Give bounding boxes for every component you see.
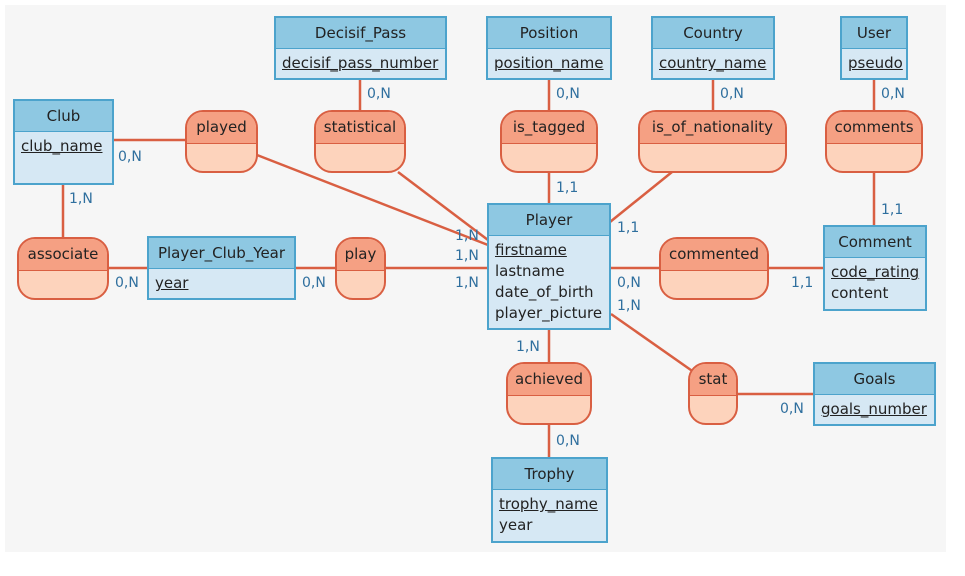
entity-attr: date_of_birth (495, 283, 594, 301)
link-played-player (256, 153, 489, 247)
cardinality-label: 1,1 (791, 275, 814, 291)
entity-key-attr: year (155, 274, 189, 292)
cardinality-label: 0,N (118, 149, 142, 165)
cardinality-label: 0,N (556, 433, 580, 449)
entity-key-attr: trophy_name (499, 495, 598, 513)
cardinality-label: 0,N (302, 275, 326, 291)
entity-trophy[interactable]: Trophy trophy_name year (491, 457, 608, 543)
cardinality-label: 1,N (69, 191, 93, 207)
cardinality-label: 1,1 (881, 202, 904, 218)
cardinality-label: 0,N (367, 86, 391, 102)
entity-player[interactable]: Player firstname lastname date_of_birth … (487, 203, 611, 330)
assoc-title: statistical (316, 112, 404, 144)
assoc-title: commented (661, 239, 767, 271)
entity-attr: year (499, 516, 533, 534)
assoc-is-tagged[interactable]: is_tagged (500, 110, 598, 173)
entity-club[interactable]: Club club_name (13, 99, 114, 185)
cardinality-label: 0,N (881, 86, 905, 102)
cardinality-label: 0,N (617, 275, 641, 291)
assoc-associate[interactable]: associate (17, 237, 109, 300)
cardinality-label: 1,N (455, 228, 479, 244)
entity-decisif-pass[interactable]: Decisif_Pass decisif_pass_number (274, 16, 447, 80)
assoc-is-of-nationality[interactable]: is_of_nationality (638, 110, 787, 173)
entity-key-attr: code_rating (831, 263, 920, 281)
entity-attr: lastname (495, 262, 565, 280)
assoc-title: play (337, 239, 384, 271)
entity-goals[interactable]: Goals goals_number (813, 362, 936, 426)
entity-title: Player_Club_Year (149, 238, 294, 269)
entity-user[interactable]: User pseudo (840, 16, 908, 80)
entity-position[interactable]: Position position_name (486, 16, 612, 80)
assoc-title: is_of_nationality (640, 112, 785, 144)
assoc-achieved[interactable]: achieved (506, 362, 592, 425)
entity-key-attr: goals_number (821, 400, 927, 418)
assoc-statistical[interactable]: statistical (314, 110, 406, 173)
entity-title: Player (489, 205, 609, 236)
cardinality-label: 1,N (455, 248, 479, 264)
entity-title: Country (653, 18, 773, 49)
link-player-stat (610, 312, 699, 377)
assoc-title: associate (19, 239, 107, 271)
cardinality-label: 0,N (115, 275, 139, 291)
entity-comment[interactable]: Comment code_rating content (823, 225, 927, 311)
entity-attr: content (831, 284, 889, 302)
assoc-title: is_tagged (502, 112, 596, 144)
entity-key-attr: decisif_pass_number (282, 54, 439, 72)
cardinality-label: 0,N (720, 86, 744, 102)
entity-title: Club (15, 101, 112, 132)
cardinality-label: 1,N (617, 298, 641, 314)
entity-title: Decisif_Pass (276, 18, 445, 49)
entity-key-attr: firstname (495, 241, 567, 259)
assoc-title: played (187, 112, 256, 144)
assoc-title: comments (827, 112, 921, 144)
entity-title: Goals (815, 364, 934, 395)
entity-key-attr: club_name (21, 137, 103, 155)
entity-title: Trophy (493, 459, 606, 490)
entity-title: Comment (825, 227, 925, 258)
assoc-title: stat (690, 364, 736, 396)
cardinality-label: 1,N (455, 275, 479, 291)
assoc-commented[interactable]: commented (659, 237, 769, 300)
cardinality-label: 1,1 (556, 180, 579, 196)
cardinality-label: 0,N (780, 401, 804, 417)
assoc-stat[interactable]: stat (688, 362, 738, 425)
entity-key-attr: position_name (494, 54, 604, 72)
assoc-title: achieved (508, 364, 590, 396)
assoc-play[interactable]: play (335, 237, 386, 300)
entity-key-attr: pseudo (848, 54, 903, 72)
entity-attr: player_picture (495, 304, 603, 322)
cardinality-label: 0,N (556, 86, 580, 102)
assoc-comments[interactable]: comments (825, 110, 923, 173)
link-statistical-player (397, 171, 489, 241)
cardinality-label: 1,1 (617, 220, 640, 236)
entity-country[interactable]: Country country_name (651, 16, 775, 80)
entity-title: Position (488, 18, 610, 49)
entity-player-club-year[interactable]: Player_Club_Year year (147, 236, 296, 300)
cardinality-label: 1,N (516, 339, 540, 355)
assoc-played[interactable]: played (185, 110, 258, 173)
link-is-of-nationality-player (609, 171, 673, 223)
entity-title: User (842, 18, 906, 49)
entity-key-attr: country_name (659, 54, 767, 72)
